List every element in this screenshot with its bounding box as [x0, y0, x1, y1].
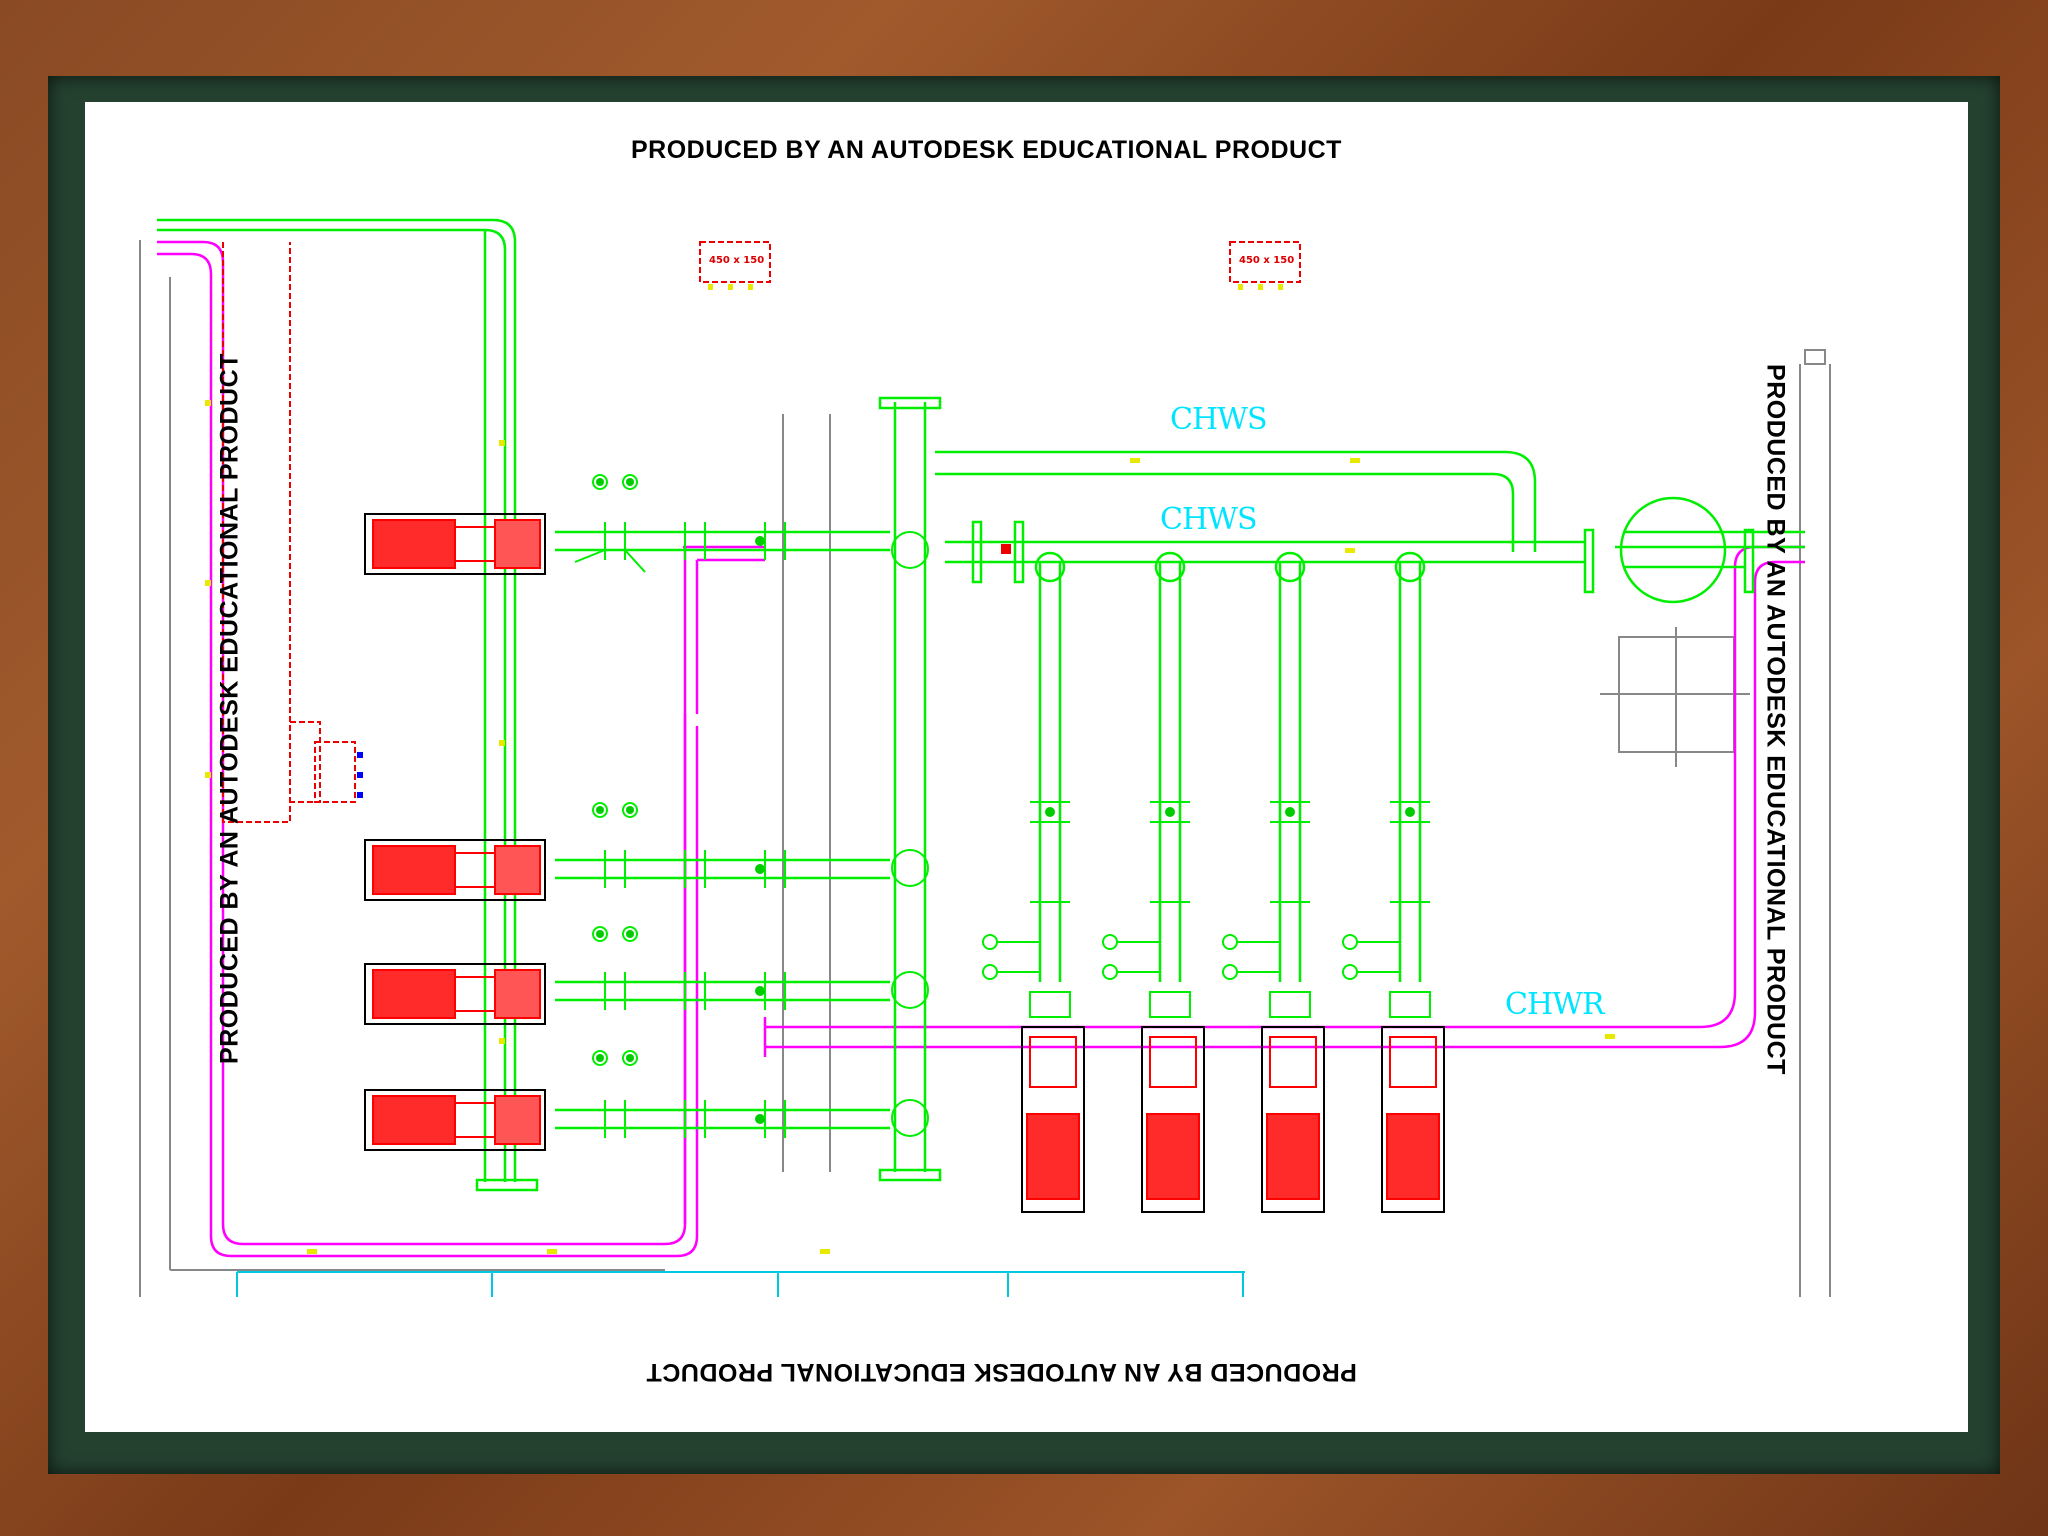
branch-valves — [574, 474, 1431, 1138]
pump-h-1 — [364, 513, 546, 575]
valve-handles — [596, 478, 1415, 1124]
watermark-right: PRODUCED BY AN AUTODESK EDUCATIONAL PROD… — [1761, 364, 1790, 1075]
duct-outlines — [222, 241, 1301, 823]
flow-markers — [205, 284, 1615, 1254]
duct-size-tag-left: 450 x 150 — [709, 255, 765, 266]
valve-row-3 — [604, 972, 786, 1010]
drawing-sheet: PRODUCED BY AN AUTODESK EDUCATIONAL PROD… — [85, 102, 1968, 1432]
label-chwr: CHWR — [1505, 987, 1605, 1022]
duct-size-tag-right: 450 x 150 — [1239, 255, 1295, 266]
pumps-horizontal — [364, 513, 546, 1151]
pump-h-2 — [364, 839, 546, 901]
pump-h-3 — [364, 963, 546, 1025]
pumps-vertical — [1021, 1026, 1445, 1213]
valve-row-1 — [574, 522, 786, 573]
pump-v-3 — [1261, 1026, 1325, 1213]
duct-diffusers — [357, 752, 363, 798]
building-walls — [139, 240, 1831, 1297]
piping-diagram — [139, 218, 1831, 1297]
pump-v-2 — [1141, 1026, 1205, 1213]
watermark-top: PRODUCED BY AN AUTODESK EDUCATIONAL PROD… — [631, 136, 1342, 164]
pump-v-4 — [1381, 1026, 1445, 1213]
pump-v-1 — [1021, 1026, 1085, 1213]
return-valve-marker — [1001, 544, 1011, 554]
label-chws-upper: CHWS — [1170, 402, 1268, 437]
pump-h-4 — [364, 1089, 546, 1151]
cyan-baseline — [236, 1271, 1245, 1297]
watermark-left: PRODUCED BY AN AUTODESK EDUCATIONAL PROD… — [215, 353, 244, 1064]
watermark-bottom: PRODUCED BY AN AUTODESK EDUCATIONAL PROD… — [646, 1358, 1357, 1386]
label-chws-lower: CHWS — [1160, 502, 1258, 537]
supply-pipes — [157, 218, 1805, 1192]
